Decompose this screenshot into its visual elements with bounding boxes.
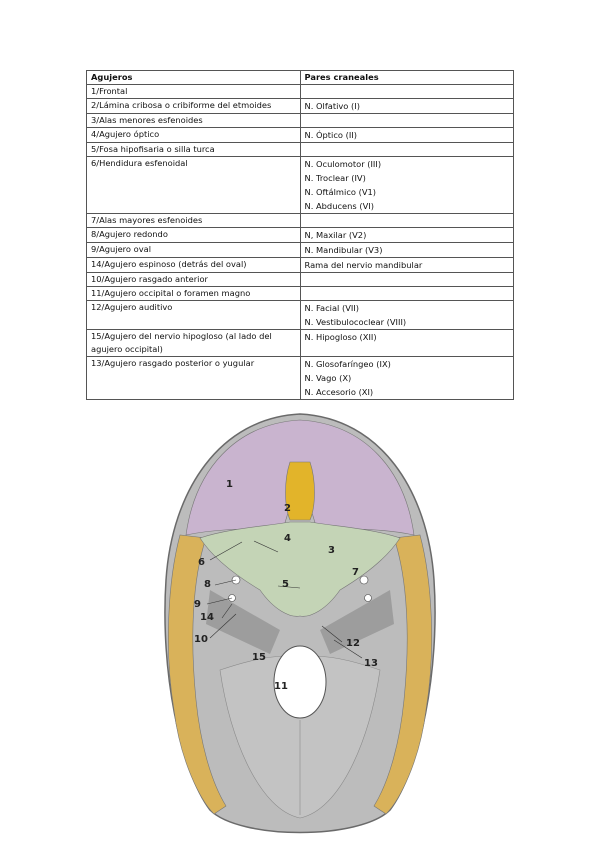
cranial-nerve-entry: N. Troclear (IV) xyxy=(304,173,366,183)
foramen-cell: 14/Agujero espinoso (detrás del oval) xyxy=(86,257,301,273)
foramen-cell: 7/Alas mayores esfenoides xyxy=(86,213,301,228)
cranial-nerve-cell: N. Glosofaríngeo (IX) N. Vago (X) N. Acces… xyxy=(299,356,514,400)
sphenoid-region xyxy=(199,521,401,617)
cranial-nerve-cell: N, Maxilar (V2) xyxy=(299,227,514,243)
foramen-rotundum-right xyxy=(359,575,369,585)
cranial-nerve-entry: N. Glosofaríngeo (IX) xyxy=(304,359,391,369)
figure-label-11: 11 xyxy=(274,681,288,692)
foramen-cell: 10/Agujero rasgado anterior xyxy=(86,272,301,287)
foramen-cell: 8/Agujero redondo xyxy=(86,227,301,243)
ethmoid-cribriform-plate xyxy=(285,461,315,521)
table-row: 2/Lámina cribosa o cribiforme del etmoid… xyxy=(86,98,514,114)
cranial-nerve-entry: N. Facial (VII) xyxy=(304,303,360,313)
table-row: 11/Agujero occipital o foramen magno xyxy=(86,286,514,301)
foramen-cell: 5/Fosa hipofisaria o silla turca xyxy=(86,142,301,157)
foramen-magnum xyxy=(273,645,327,719)
figure-label-2: 2 xyxy=(284,503,291,514)
figure-label-13: 13 xyxy=(364,658,378,669)
cranial-nerve-cell: N. Oculomotor (III) N. Troclear (IV) N. Of… xyxy=(299,156,514,214)
cranial-nerve-cell xyxy=(299,213,514,228)
cranial-nerve-entry: N. Oftálmico (V1) xyxy=(304,187,377,197)
cranial-nerve-entry: N, Maxilar (V2) xyxy=(304,230,367,240)
cranial-nerve-cell xyxy=(299,113,514,128)
cranial-nerve-entry: N. Olfativo (I) xyxy=(304,101,360,111)
skull-base-svg: 1 2 3 4 5 6 7 8 9 10 11 12 13 14 15 xyxy=(164,413,436,834)
header-cranial-nerves: Pares craneales xyxy=(299,70,514,85)
cranial-nerve-entry: N. Óptico (II) xyxy=(304,130,357,140)
cranial-nerve-cell xyxy=(299,286,514,301)
cranial-nerve-entry: N. Abducens (VI) xyxy=(304,201,374,211)
temporal-region-right xyxy=(373,534,432,815)
cranial-nerve-entry: N. Vestibulococlear (VIII) xyxy=(304,317,407,327)
foramen-cell: 12/Agujero auditivo xyxy=(86,300,301,330)
foramen-cell: 11/Agujero occipital o foramen magno xyxy=(86,286,301,301)
cranial-nerve-cell: Rama del nervio mandibular xyxy=(299,257,514,273)
cranial-nerve-entry: N. Accesorio (XI) xyxy=(304,387,374,397)
foramen-cell: 2/Lámina cribosa o cribiforme del etmoid… xyxy=(86,98,301,114)
figure-label-1: 1 xyxy=(226,479,233,490)
header-holes: Agujeros xyxy=(86,70,301,85)
table-row: 14/Agujero espinoso (detrás del oval)Ram… xyxy=(86,257,514,273)
temporal-region-left xyxy=(168,534,227,815)
cranial-nerve-cell xyxy=(299,272,514,287)
figure-label-4: 4 xyxy=(284,533,291,544)
foramen-cell: 15/Agujero del nervio hipogloso (al lado… xyxy=(86,329,301,357)
cranial-nerve-entry: N. Vago (X) xyxy=(304,373,352,383)
cranial-nerve-entry: N. Hipogloso (XII) xyxy=(304,332,377,342)
cranial-nerve-cell xyxy=(299,142,514,157)
figure-label-15: 15 xyxy=(252,652,266,663)
table-header-row: Agujeros Pares craneales xyxy=(86,70,514,85)
table-row: 15/Agujero del nervio hipogloso (al lado… xyxy=(86,329,514,357)
figure-label-12: 12 xyxy=(346,638,360,649)
cranial-nerve-cell: N. Facial (VII) N. Vestibulococlear (VIII… xyxy=(299,300,514,330)
foramen-cell: 1/Frontal xyxy=(86,84,301,99)
leader-lines xyxy=(206,540,363,659)
figure-label-14: 14 xyxy=(200,612,214,623)
table-row: 10/Agujero rasgado anterior xyxy=(86,272,514,287)
figure-label-5: 5 xyxy=(282,579,289,590)
table-row: 1/Frontal xyxy=(86,84,514,99)
petrous-ridge-right xyxy=(320,590,394,654)
foramen-ovale-right xyxy=(364,594,372,602)
foramen-cell: 4/Agujero óptico xyxy=(86,127,301,143)
foramen-cell: 6/Hendidura esfenoidal xyxy=(86,156,301,214)
cranial-nerve-cell: N. Olfativo (I) xyxy=(299,98,514,114)
cranial-nerve-entry: Rama del nervio mandibular xyxy=(304,260,423,270)
cranial-nerve-cell: N. Óptico (II) xyxy=(299,127,514,143)
table-row: 3/Alas menores esfenoides xyxy=(86,113,514,128)
cranial-nerve-cell: N. Mandibular (V3) xyxy=(299,242,514,258)
cranial-nerve-entry: N. Mandibular (V3) xyxy=(304,245,383,255)
figure-label-10: 10 xyxy=(194,634,208,645)
cranial-nerve-cell xyxy=(299,84,514,99)
table-row: 5/Fosa hipofisaria o silla turca xyxy=(86,142,514,157)
figure-label-6: 6 xyxy=(198,557,205,568)
foramen-cell: 3/Alas menores esfenoides xyxy=(86,113,301,128)
skull-base-illustration: 1 2 3 4 5 6 7 8 9 10 11 12 13 14 15 xyxy=(150,410,450,843)
cranial-nerve-entry: N. Oculomotor (III) xyxy=(304,159,382,169)
figure-label-9: 9 xyxy=(194,599,201,610)
foramen-cell: 13/Agujero rasgado posterior o yugular xyxy=(86,356,301,400)
cranial-nerve-cell: N. Hipogloso (XII) xyxy=(299,329,514,357)
table-row: 7/Alas mayores esfenoides xyxy=(86,213,514,228)
petrous-ridge-left xyxy=(206,590,280,654)
foramen-cell: 9/Agujero oval xyxy=(86,242,301,258)
figure-label-7: 7 xyxy=(352,567,359,578)
figure-label-3: 3 xyxy=(328,545,335,556)
figure-label-8: 8 xyxy=(204,579,211,590)
